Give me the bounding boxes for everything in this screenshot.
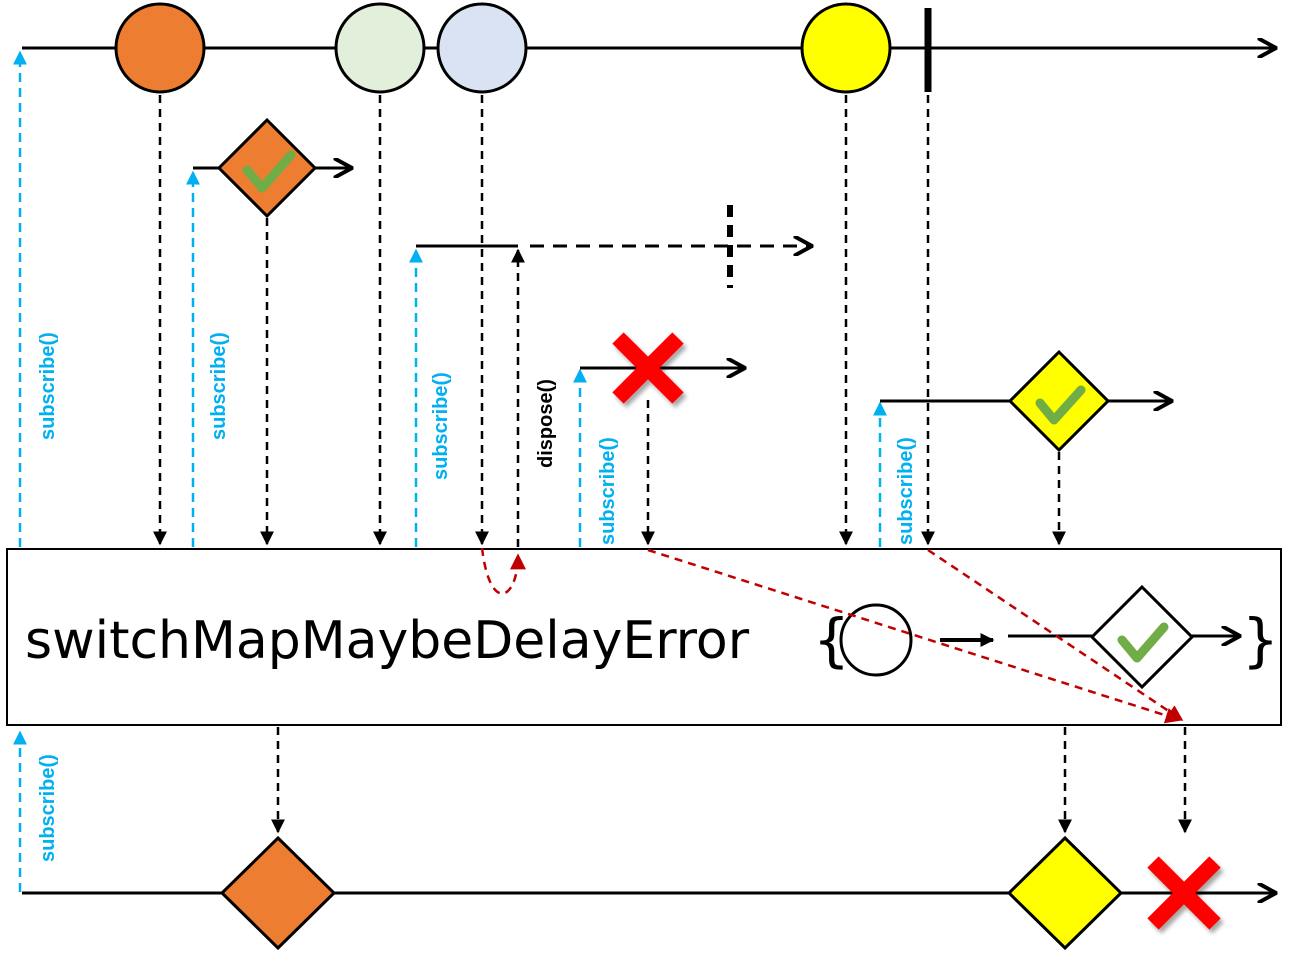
inner-maybe-error: subscribe() — [475, 95, 745, 547]
operator-success-diamond — [1089, 584, 1195, 690]
operator-input-circle — [839, 603, 913, 677]
operator-box: switchMapMaybeDelayError { } — [6, 548, 1282, 726]
inner-error-subscribe-label: subscribe() — [597, 437, 619, 545]
output-item-yellow — [1006, 835, 1124, 951]
error-x-icon — [612, 332, 684, 404]
source-subscribe-label: subscribe() — [37, 332, 59, 440]
inner-yellow-success-diamond — [1007, 349, 1111, 453]
dispose-label: dispose() — [535, 379, 557, 468]
operator-brace-close: } — [1242, 606, 1279, 674]
operator-name: switchMapMaybeDelayError — [25, 611, 750, 671]
source-item-light-green — [334, 2, 426, 94]
error-x-icon — [1147, 856, 1221, 930]
inner-maybe-yellow: subscribe() — [839, 95, 1172, 547]
inner-yellow-subscribe-label: subscribe() — [895, 437, 917, 545]
inner-orange-success-diamond — [216, 117, 318, 219]
output-timeline — [22, 835, 1276, 951]
inner-maybe-disposed: subscribe() dispose() — [373, 95, 812, 547]
inner-disposed-subscribe-label: subscribe() — [430, 372, 452, 480]
source-item-light-blue — [436, 2, 528, 94]
output-item-orange — [219, 835, 337, 951]
inner-maybe-orange: subscribe() — [153, 95, 352, 547]
inner-orange-subscribe-label: subscribe() — [208, 332, 230, 440]
source-timeline — [22, 2, 1276, 94]
source-item-orange — [114, 2, 206, 94]
source-item-yellow — [800, 2, 892, 94]
check-icon — [242, 150, 296, 193]
check-icon — [1035, 385, 1086, 425]
dispose-signal-curve — [480, 547, 526, 595]
delayed-error-routing — [647, 548, 1184, 724]
check-icon — [1117, 622, 1169, 663]
output-subscribe-label: subscribe() — [37, 754, 59, 862]
